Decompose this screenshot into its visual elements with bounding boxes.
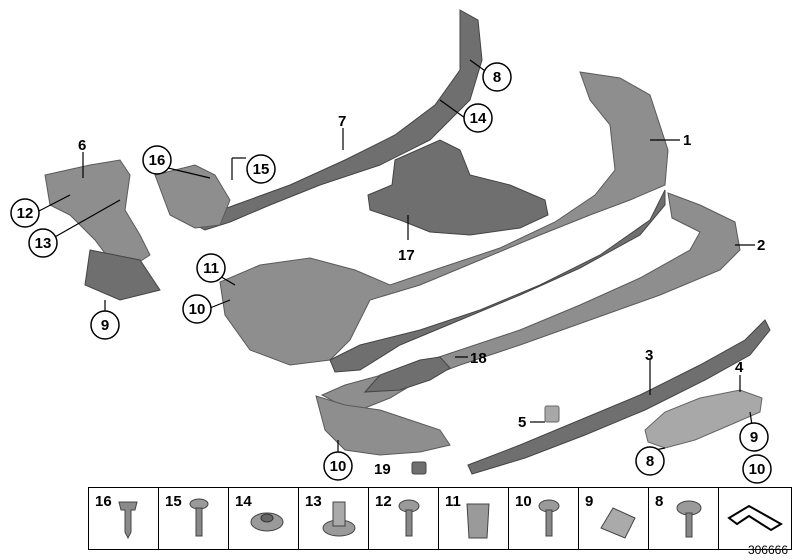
legend-label: 13 bbox=[305, 493, 322, 510]
callout-6: 6 bbox=[78, 137, 86, 154]
callout-8-bottom: 8 bbox=[646, 453, 654, 470]
clip-nut-icon bbox=[466, 503, 490, 539]
legend-cell-11: 11 bbox=[438, 487, 509, 550]
callout-8-top: 8 bbox=[493, 69, 501, 86]
nut-19-part bbox=[411, 461, 427, 475]
screw-icon bbox=[538, 499, 560, 537]
callout-7: 7 bbox=[338, 113, 346, 130]
legend-label: 15 bbox=[165, 493, 182, 510]
expansion-rivet-icon bbox=[118, 501, 138, 540]
callout-9-left: 9 bbox=[101, 317, 109, 334]
callout-1: 1 bbox=[683, 132, 691, 149]
shield-plate-part bbox=[644, 389, 763, 449]
legend-cell-8: 8 bbox=[648, 487, 719, 550]
callout-11: 11 bbox=[203, 260, 219, 277]
bumper-cover-underside bbox=[329, 189, 666, 373]
callout-15: 15 bbox=[253, 161, 270, 178]
callout-3: 3 bbox=[645, 347, 653, 364]
fastener-legend: 16 15 14 13 12 11 10 9 8 bbox=[88, 487, 800, 550]
callout-2: 2 bbox=[757, 237, 765, 254]
callout-9-right: 9 bbox=[750, 429, 758, 446]
callout-19: 19 bbox=[374, 461, 391, 478]
legend-label: 14 bbox=[235, 493, 252, 510]
diagram-number: 306666 bbox=[747, 543, 788, 557]
legend-cell-10: 10 bbox=[508, 487, 579, 550]
side-bracket-part bbox=[44, 159, 151, 269]
bracket-16-part bbox=[154, 164, 231, 229]
lower-side-bracket-part bbox=[84, 249, 161, 301]
legend-label: 8 bbox=[655, 493, 664, 510]
bracket-18-part bbox=[363, 356, 451, 393]
bracket-shape-icon bbox=[727, 504, 783, 532]
callout-18: 18 bbox=[470, 350, 487, 367]
legend-cell-16: 16 bbox=[88, 487, 159, 550]
screw-icon bbox=[676, 500, 702, 538]
callout-10-right: 10 bbox=[749, 461, 766, 478]
carrier-bracket-part bbox=[188, 9, 483, 231]
callout-10-left: 10 bbox=[189, 301, 206, 318]
legend-label: 12 bbox=[375, 493, 392, 510]
callout-17: 17 bbox=[398, 247, 415, 264]
callout-12: 12 bbox=[17, 205, 34, 222]
bumper-cover-part bbox=[219, 71, 669, 366]
clip-5-part bbox=[544, 405, 560, 423]
diffuser-strip-part bbox=[467, 319, 771, 475]
legend-label: 9 bbox=[585, 493, 594, 510]
legend-label: 11 bbox=[445, 493, 461, 510]
callout-4: 4 bbox=[735, 359, 744, 376]
legend-cell-14: 14 bbox=[228, 487, 299, 550]
screw-icon bbox=[189, 498, 209, 537]
screw-icon bbox=[398, 499, 420, 537]
legend-label: 10 bbox=[515, 493, 532, 510]
callout-13: 13 bbox=[35, 235, 52, 252]
callout-16: 16 bbox=[149, 152, 166, 169]
lower-cover-left-part bbox=[315, 395, 451, 456]
legend-cell-generic bbox=[718, 487, 792, 550]
collar-nut-icon bbox=[322, 501, 356, 537]
leader-lines bbox=[36, 59, 755, 455]
callout-5: 5 bbox=[518, 414, 526, 431]
nut-icon bbox=[250, 512, 284, 532]
callout-10-bottom: 10 bbox=[330, 458, 347, 475]
legend-cell-13: 13 bbox=[298, 487, 369, 550]
legend-cell-9: 9 bbox=[578, 487, 649, 550]
legend-label: 16 bbox=[95, 493, 112, 510]
spring-clip-icon bbox=[600, 507, 636, 539]
heat-shield-part bbox=[367, 139, 549, 236]
callout-14: 14 bbox=[470, 110, 487, 127]
legend-cell-12: 12 bbox=[368, 487, 439, 550]
legend-cell-15: 15 bbox=[158, 487, 229, 550]
